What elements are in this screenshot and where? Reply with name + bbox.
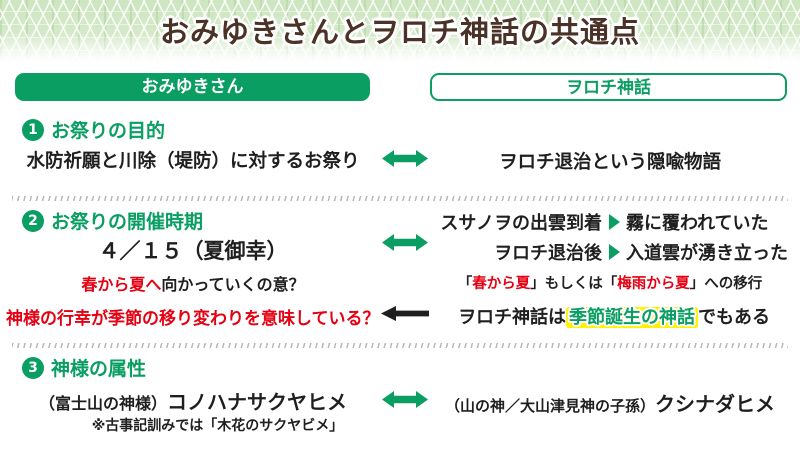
left-arrow-icon — [381, 306, 429, 321]
right-note-bracket: 「 — [457, 276, 473, 292]
right-row-2-value: 入道雲が湧き立った — [626, 243, 788, 264]
right-note-tail: 」への移行 — [689, 276, 763, 292]
left-deity-paren: （富士山の神様） — [38, 394, 167, 413]
section-1-title: お祭りの目的 — [51, 120, 166, 142]
section-1-left-text: 水防祈願と川除（堤防）に対するお祭り — [26, 151, 360, 172]
number-2-badge: 2 — [22, 209, 44, 232]
right-note-middle: 」もしくは「 — [530, 276, 618, 292]
section-2-right-note: 「春から夏」もしくは「梅雨から夏」への移行 — [430, 272, 790, 293]
column-header-orochi: ヲロチ神話 — [430, 73, 787, 101]
section-2-left-note: 春から夏へ向かっていくの意？ — [10, 271, 376, 295]
right-deity-paren: （山の神／大山津見神の子孫） — [444, 397, 655, 415]
triangle-right-icon — [609, 244, 620, 260]
divider-hatch-1 — [12, 196, 788, 201]
double-arrow-icon — [382, 391, 428, 408]
section-2-left-date: ４／１５（夏御幸） — [98, 239, 288, 263]
section-2-right-row-2: ヲロチ退治後 入道雲が湧き立った — [430, 239, 792, 265]
section-3-title: 神様の属性 — [51, 358, 147, 380]
page-title: おみゆきさんとヲロチ神話の共通点 — [159, 15, 640, 49]
answer-before: ヲロチ神話は — [458, 307, 566, 328]
left-note-black-part: 向かっていくの意？ — [161, 275, 305, 294]
section-2-right-answer: ヲロチ神話は季節誕生の神話でもある — [436, 303, 792, 329]
right-row-1-label: スサノヲの出雲到着 — [440, 213, 602, 234]
section-3-left-footnote: ※古事記訓みでは「木花のサクヤビメ」 — [91, 418, 344, 434]
right-row-1-value: 霧に覆われていた — [626, 213, 769, 234]
section-3-heading: 3 神様の属性 — [22, 354, 146, 381]
section-2-heading: 2 お祭りの開催時期 — [22, 207, 203, 234]
right-deity-name: クシナダヒメ — [655, 392, 775, 416]
number-1-badge: 1 — [22, 118, 44, 141]
triangle-right-icon — [609, 214, 620, 230]
divider-hatch-2 — [12, 343, 788, 348]
banner: おみゆきさんとヲロチ神話の共通点 — [0, 0, 800, 64]
right-row-2-label: ヲロチ退治後 — [494, 243, 602, 264]
right-note-red-2: 梅雨から夏 — [617, 276, 690, 292]
section-2-title: お祭りの開催時期 — [51, 211, 204, 233]
answer-after: でもある — [698, 307, 770, 328]
right-note-red-1: 春から夏 — [472, 276, 531, 292]
section-1-heading: 1 お祭りの目的 — [22, 116, 165, 143]
double-arrow-icon — [382, 150, 428, 167]
section-2-right-row-1: スサノヲの出雲到着 霧に覆われていた — [430, 209, 792, 235]
double-arrow-icon — [382, 234, 428, 251]
column-header-omiyuki: おみゆきさん — [15, 73, 370, 101]
left-deity-name: コノハナサクヤヒメ — [167, 390, 347, 414]
answer-highlight: 季節誕生の神話 — [566, 307, 698, 328]
section-1-right-text: ヲロチ退治という隠喩物語 — [498, 152, 721, 173]
left-note-red-part: 春から夏へ — [81, 275, 162, 294]
number-3-badge: 3 — [22, 356, 44, 379]
section-2-left-question: 神様の行幸が季節の移り変わりを意味している？ — [6, 309, 380, 329]
section-3-left-text: （富士山の神様）コノハナサクヤヒメ — [10, 386, 376, 415]
section-3-right-text: （山の神／大山津見神の子孫）クシナダヒメ — [430, 388, 790, 417]
